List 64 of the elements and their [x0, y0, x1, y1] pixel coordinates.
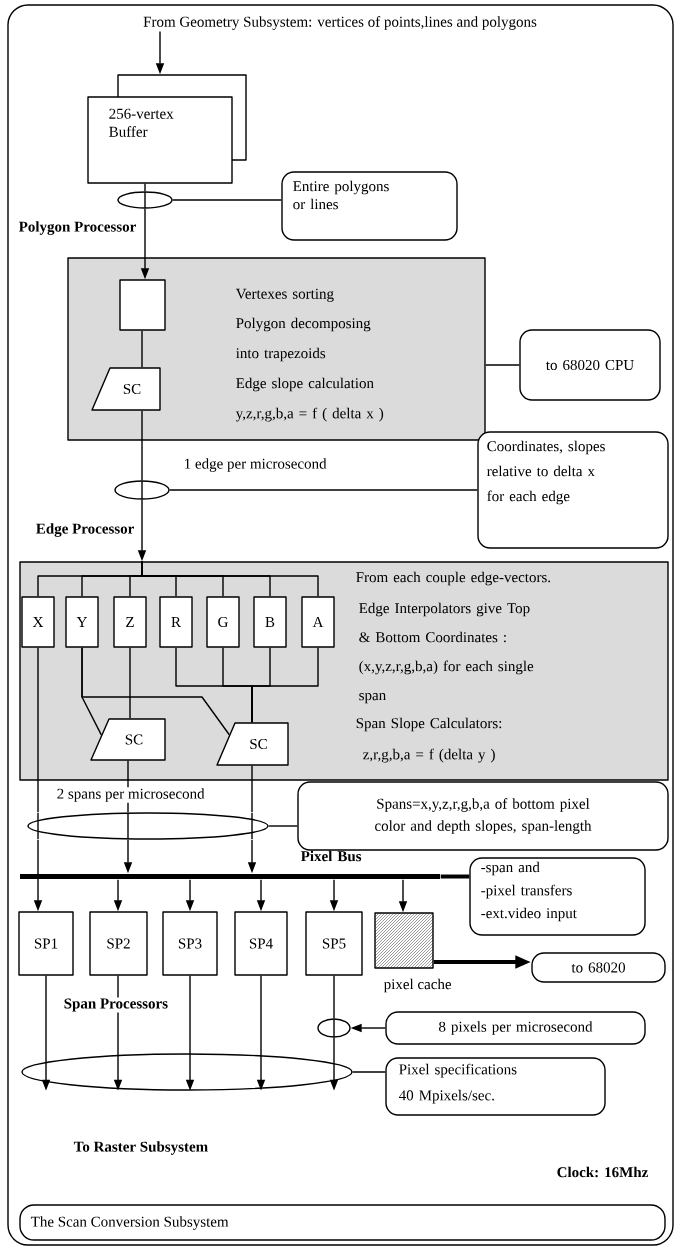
interpolator-box: B	[253, 596, 287, 648]
tap-ellipse	[21, 1053, 353, 1091]
connector-line	[141, 330, 143, 368]
connector-line	[172, 199, 282, 201]
interpolator-box: X	[21, 596, 55, 648]
node-label: Span Slope Calculators:	[356, 717, 502, 732]
node-label: From each couple edge-vectors.	[356, 571, 551, 586]
note-box: -span and -pixel transfers -ext.video input	[469, 857, 646, 936]
section-label: Span Processors	[62, 997, 169, 1013]
source-label: From Geometry Subsystem: vertices of points,lines and polygons	[143, 16, 537, 30]
pixel-bus: Pixel Bus	[20, 850, 440, 879]
span-processor-box: SP1	[18, 911, 74, 976]
connector-line	[268, 825, 298, 827]
section-label: Polygon Processor	[17, 220, 138, 236]
note-box: Coordinates, slopes relative to delta x for each edge	[477, 431, 669, 549]
node-label: y,z,r,g,b,a = f ( delta x )	[235, 407, 384, 422]
connector-line	[169, 489, 478, 491]
span-processor-box: SP4	[234, 911, 288, 976]
tap-ellipse	[117, 191, 173, 209]
processing-box	[119, 279, 166, 331]
interpolator-box: G	[206, 596, 240, 648]
interpolator-box: Z	[113, 596, 147, 648]
pixel-cache-box	[374, 912, 434, 969]
tap-ellipse	[114, 480, 170, 500]
node-label: Edge Interpolators give Top & Bottom Coordinates : (x,y,z,r,g,b,a) for each single span	[359, 602, 534, 704]
rate-label: 2 spans per microsecond	[55, 787, 206, 803]
rate-label: 1 edge per microsecond	[182, 457, 328, 473]
note-box: Pixel specifications 40 Mpixels/sec.	[385, 1057, 606, 1116]
connector-line	[251, 647, 319, 723]
connector-line	[352, 1071, 386, 1073]
connector-line	[141, 410, 143, 481]
interpolator-box: A	[301, 596, 335, 648]
note-box: to 68020 CPU	[519, 329, 661, 401]
connector-line	[144, 183, 146, 192]
node-label: Pixel Bus	[300, 850, 362, 862]
connector-line	[333, 975, 335, 1019]
connector-line	[37, 647, 39, 813]
note-box: Entire polygons or lines	[281, 171, 458, 241]
span-processor-box: SP2	[89, 911, 148, 976]
connector-line	[129, 647, 131, 719]
connector-line	[251, 765, 253, 813]
node-label: Vertexes sorting	[235, 288, 334, 302]
node-label: Polygon decomposing into trapezoids	[236, 317, 371, 362]
interpolator-box: R	[159, 596, 193, 648]
span-processor-box: SP5	[305, 911, 363, 976]
section-label: Edge Processor	[34, 522, 136, 538]
node-caption: pixel cache	[383, 978, 452, 993]
note-box: Spans=x,y,z,r,g,b,a of bottom pixel color and depth slopes, span-length	[297, 781, 669, 851]
note-box: 8 pixels per microsecond	[385, 1011, 646, 1045]
connector-line	[141, 560, 319, 597]
clock-label: Clock: 16Mhz	[555, 1165, 650, 1179]
node-label: z,r,g,b,a = f (delta y )	[363, 748, 495, 763]
span-processor-box: SP3	[162, 911, 218, 976]
tap-ellipse	[317, 1018, 351, 1038]
node-label: Edge slope calculation	[236, 377, 374, 392]
interpolator-box: Y	[65, 596, 99, 648]
tap-ellipse	[27, 812, 269, 840]
caption-box: The Scan Conversion Subsystem	[19, 1204, 666, 1241]
connector-line	[440, 874, 470, 879]
connector-line	[485, 364, 520, 366]
section-label: To Raster Subsystem	[72, 1140, 210, 1156]
connector-line	[81, 647, 230, 736]
note-box: to 68020	[531, 952, 666, 983]
stacked-buffer-box: 256-vertex Buffer	[87, 74, 247, 184]
